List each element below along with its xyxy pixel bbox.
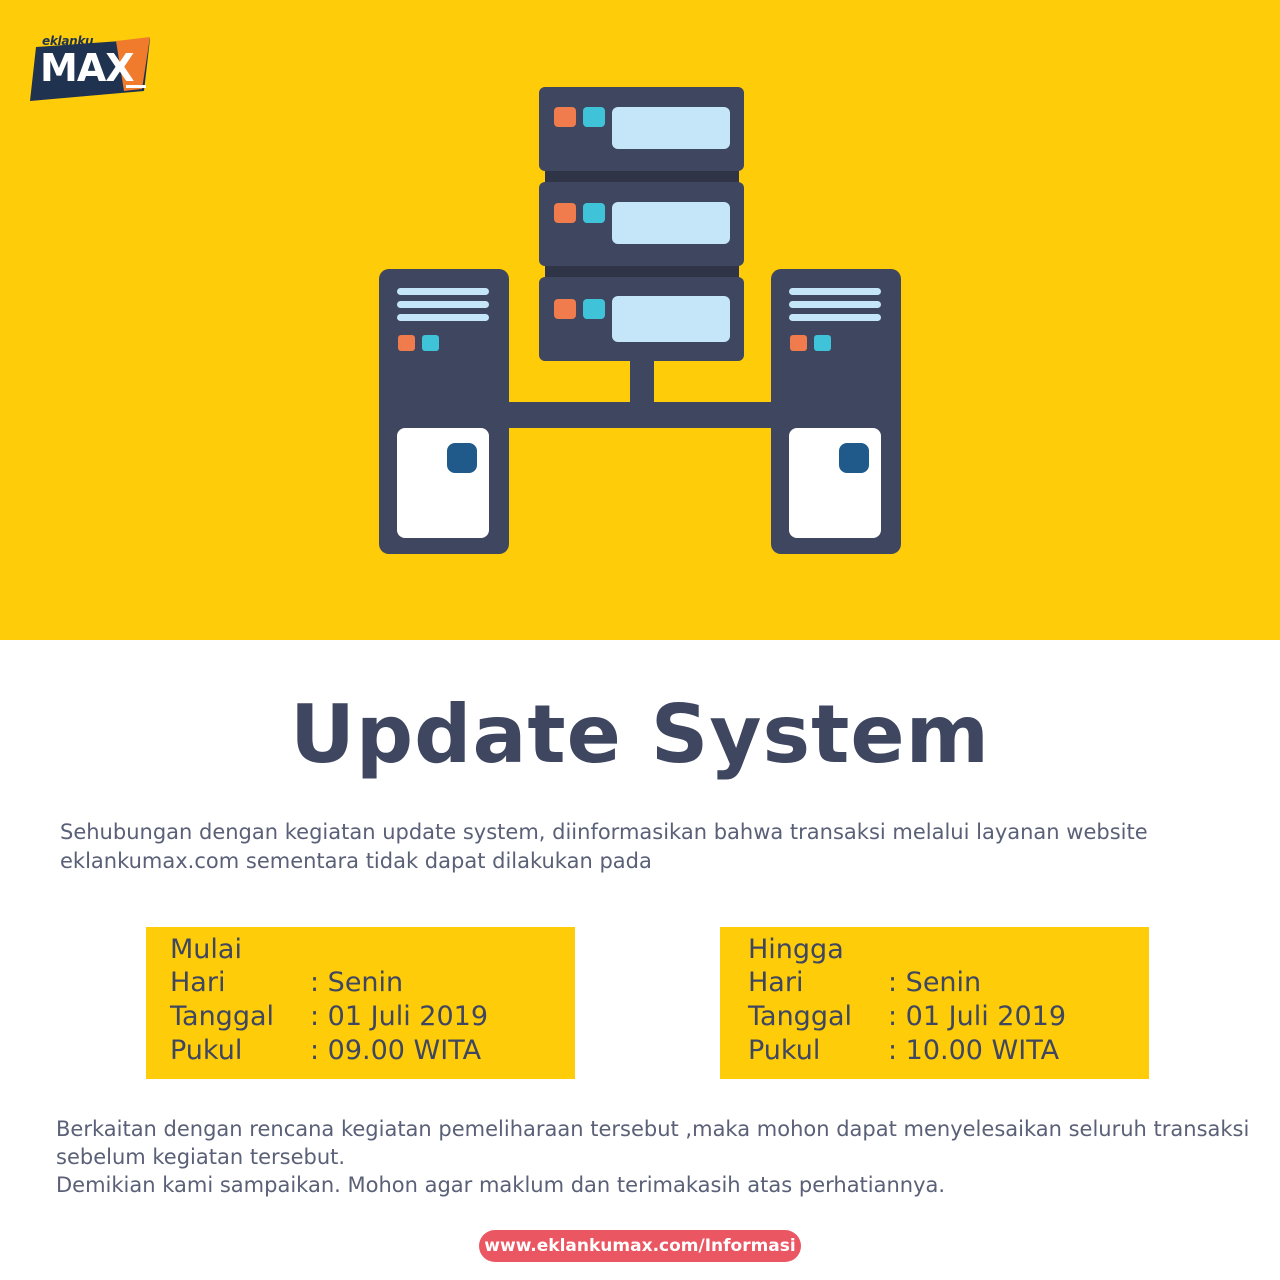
schedule-label: Hari bbox=[170, 967, 226, 998]
info-url-link[interactable]: www.eklankumax.com/Informasi bbox=[479, 1230, 801, 1262]
schedule-row: Hari : Senin bbox=[170, 966, 575, 1000]
logo-shape bbox=[30, 37, 150, 101]
schedule-label: Tanggal bbox=[170, 1001, 275, 1032]
outro-line-1: Berkaitan dengan rencana kegiatan pemeli… bbox=[56, 1117, 1250, 1169]
server-tower-icon bbox=[771, 269, 901, 554]
schedule-label: Pukul bbox=[748, 1035, 821, 1066]
schedule-label: Pukul bbox=[170, 1035, 243, 1066]
schedule-row: Tanggal : 01 Juli 2019 bbox=[170, 1000, 575, 1034]
server-tower-icon bbox=[379, 269, 509, 554]
schedule-value: : 10.00 WITA bbox=[888, 1035, 1060, 1066]
server-network-illustration bbox=[379, 87, 901, 554]
schedule-row: Pukul : 10.00 WITA bbox=[748, 1034, 1149, 1068]
outro-line-2: Demikian kami sampaikan. Mohon agar makl… bbox=[56, 1173, 946, 1197]
schedule-value: : Senin bbox=[888, 967, 982, 998]
schedule-start-box: Mulai Hari : Senin Tanggal : 01 Juli 201… bbox=[146, 927, 575, 1079]
schedule-start-heading: Mulai bbox=[170, 934, 242, 965]
page-title: Update System bbox=[289, 688, 991, 781]
logo-small-text: eklanku bbox=[42, 34, 94, 48]
server-rack-icon bbox=[539, 87, 744, 361]
schedule-row: Pukul : 09.00 WITA bbox=[170, 1034, 575, 1068]
schedule-value: : Senin bbox=[310, 967, 404, 998]
connector-vertical bbox=[630, 358, 654, 408]
schedule-row: Hari : Senin bbox=[748, 966, 1149, 1000]
intro-text: Sehubungan dengan kegiatan update system… bbox=[60, 820, 1148, 873]
schedule-row: Tanggal : 01 Juli 2019 bbox=[748, 1000, 1149, 1034]
schedule-end-box: Hingga Hari : Senin Tanggal : 01 Juli 20… bbox=[720, 927, 1149, 1079]
schedule-value: : 01 Juli 2019 bbox=[888, 1001, 1066, 1032]
outro-text: Berkaitan dengan rencana kegiatan pemeli… bbox=[56, 1115, 1256, 1199]
connector-horizontal bbox=[500, 402, 780, 428]
schedule-label: Hari bbox=[748, 967, 804, 998]
hero-banner: eklanku MAX bbox=[0, 0, 1280, 640]
schedule-value: : 01 Juli 2019 bbox=[310, 1001, 488, 1032]
logo-main-text: MAX bbox=[40, 46, 135, 90]
schedule-value: : 09.00 WITA bbox=[310, 1035, 482, 1066]
schedule-end-heading: Hingga bbox=[748, 934, 844, 965]
schedule-label: Tanggal bbox=[748, 1001, 853, 1032]
eklanku-max-logo: eklanku MAX bbox=[30, 33, 154, 105]
